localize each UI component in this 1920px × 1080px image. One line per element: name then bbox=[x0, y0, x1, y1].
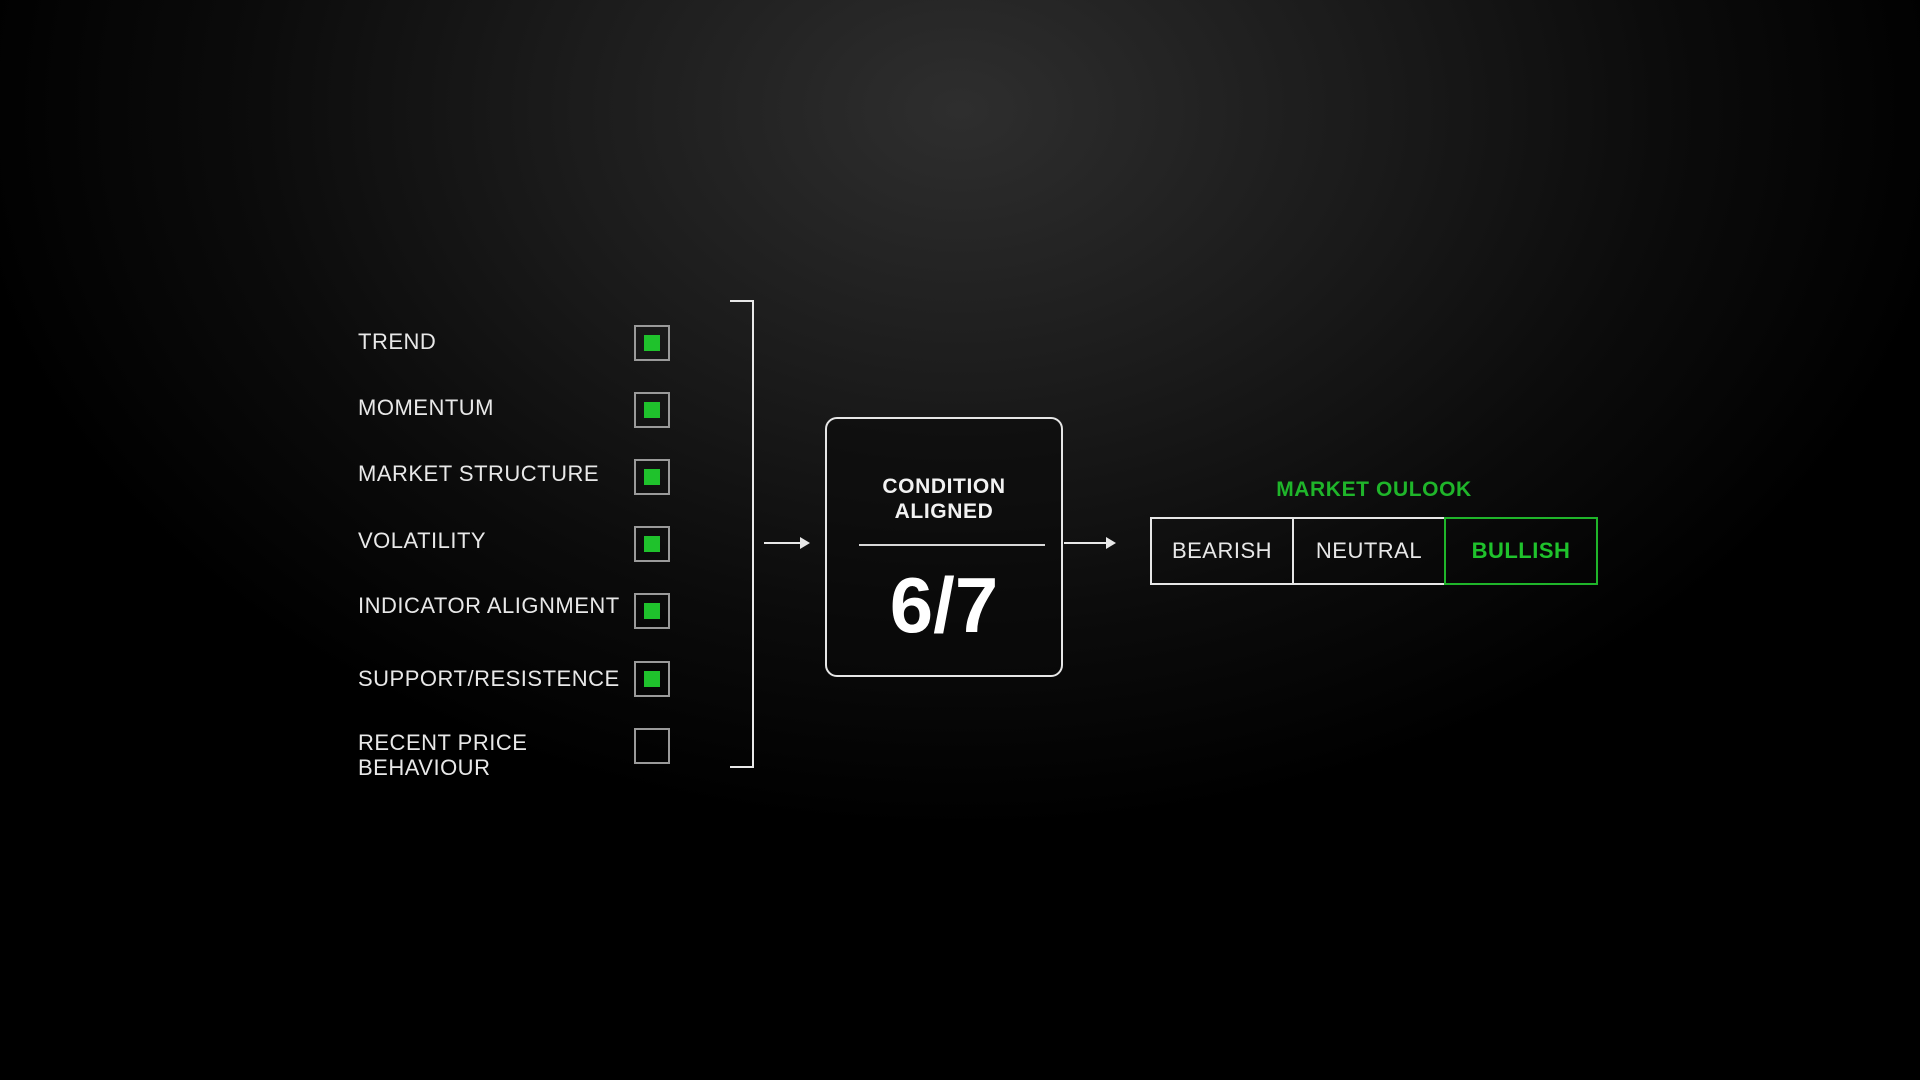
check-fill bbox=[644, 536, 660, 552]
result-title: CONDITION ALIGNED bbox=[882, 475, 1006, 523]
arrow-right-icon bbox=[764, 537, 810, 549]
check-fill bbox=[644, 469, 660, 485]
condition-checkbox-momentum[interactable] bbox=[634, 392, 670, 428]
condition-checkbox-support-resistence[interactable] bbox=[634, 661, 670, 697]
result-divider bbox=[859, 544, 1045, 546]
check-fill bbox=[644, 603, 660, 619]
check-fill bbox=[644, 402, 660, 418]
condition-result-box: CONDITION ALIGNED 6/7 bbox=[825, 417, 1063, 677]
condition-checkbox-trend[interactable] bbox=[634, 325, 670, 361]
arrow-right-icon bbox=[1064, 537, 1116, 549]
condition-checkbox-volatility[interactable] bbox=[634, 526, 670, 562]
condition-label-trend: TREND bbox=[358, 329, 437, 354]
condition-label-support-resistence: SUPPORT/RESISTENCE bbox=[358, 666, 620, 691]
condition-checkbox-indicator-alignment[interactable] bbox=[634, 593, 670, 629]
check-fill bbox=[644, 335, 660, 351]
outlook-option-bearish[interactable]: BEARISH bbox=[1150, 517, 1294, 585]
outlook-option-neutral[interactable]: NEUTRAL bbox=[1292, 517, 1446, 585]
condition-label-indicator-alignment: INDICATOR ALIGNMENT bbox=[358, 593, 620, 618]
check-fill bbox=[644, 671, 660, 687]
condition-checkbox-market-structure[interactable] bbox=[634, 459, 670, 495]
condition-checkbox-recent-price-behaviour[interactable] bbox=[634, 728, 670, 764]
condition-label-recent-price-behaviour: RECENT PRICE BEHAVIOUR bbox=[358, 730, 528, 780]
condition-label-market-structure: MARKET STRUCTURE bbox=[358, 461, 600, 486]
market-outlook-title: MARKET OULOOK bbox=[1276, 478, 1472, 501]
condition-label-momentum: MOMENTUM bbox=[358, 395, 494, 420]
result-score: 6/7 bbox=[889, 561, 999, 649]
condition-label-volatility: VOLATILITY bbox=[358, 528, 487, 553]
conditions-bracket bbox=[730, 300, 754, 768]
outlook-option-bullish[interactable]: BULLISH bbox=[1444, 517, 1598, 585]
